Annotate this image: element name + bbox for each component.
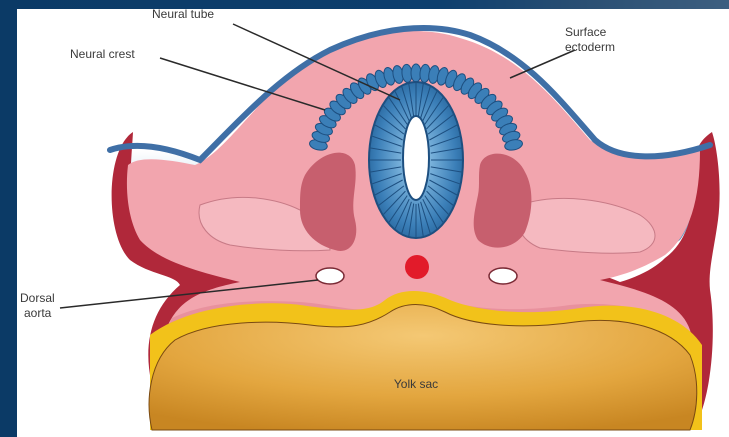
label-surface-ectoderm-line2: ectoderm [565,40,615,54]
label-neural-tube: Neural tube [152,7,214,21]
notochord [405,255,429,279]
label-dorsal-aorta-line2: aorta [24,306,52,320]
dorsal-aorta-left [316,268,344,284]
neural-tube [369,82,463,238]
neural-crest-cell [411,64,421,82]
label-neural-crest: Neural crest [70,47,135,61]
dorsal-aorta-right [489,268,517,284]
label-dorsal-aorta-line1: Dorsal [20,291,55,305]
label-yolk-sac: Yolk sac [394,377,438,391]
label-surface-ectoderm-line1: Surface [565,25,607,39]
